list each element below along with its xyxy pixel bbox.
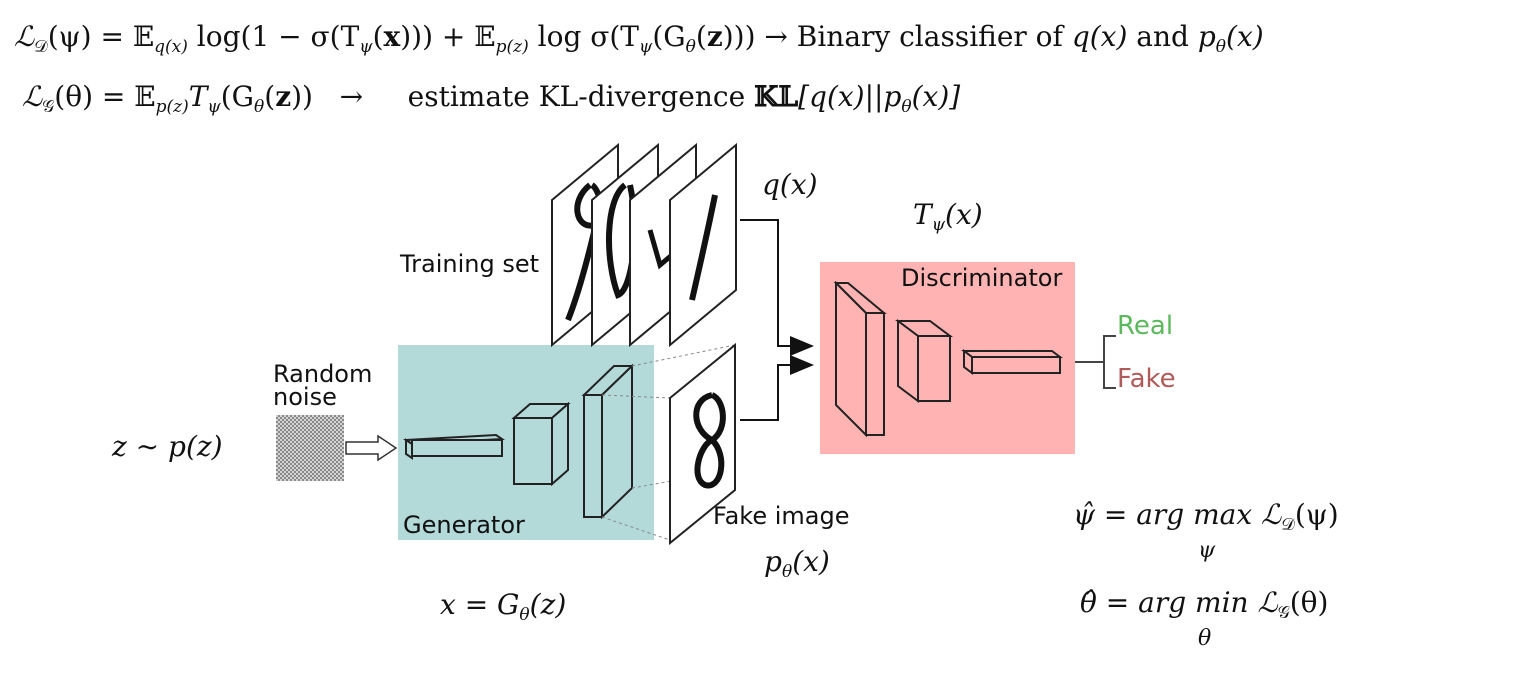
training-set-label: Training set <box>400 250 540 278</box>
eq-sub: ψ <box>207 97 221 117</box>
eq-p: p <box>1197 20 1216 53</box>
eq-bold-z: z <box>275 80 292 113</box>
eq-sub: q(x) <box>154 37 188 57</box>
loss-g-equation: ℒ𝒢(θ) = 𝔼p(z)Tψ(Gθ(z)) → estimate KL-div… <box>22 80 960 117</box>
generator-block-3 <box>581 363 635 520</box>
random-noise-label-1: Random <box>273 360 373 388</box>
eq-part: (ψ) = 𝔼 <box>47 20 155 53</box>
x-equals-g-label: x = Gθ(z) <box>440 588 566 625</box>
loss-symbol: ℒ <box>14 20 35 53</box>
eq-bold-z: z <box>706 20 723 53</box>
fake-image-card <box>669 342 736 546</box>
psi-under: ψ <box>1198 538 1216 563</box>
theta-under: θ <box>1198 626 1212 651</box>
eq-part: ( <box>264 80 276 113</box>
p-to-discriminator <box>740 355 814 421</box>
p-text: p <box>764 545 782 578</box>
eq-part: ( <box>372 20 384 53</box>
p-end: (x) <box>792 545 830 578</box>
loss-d-equation: ℒ𝒟(ψ) = 𝔼q(x) log(1 − σ(Tψ(x))) + 𝔼p(z) … <box>14 20 1264 57</box>
loss-symbol: ℒ <box>22 80 43 113</box>
t-text: T <box>913 198 932 231</box>
real-label: Real <box>1117 311 1174 341</box>
x-eq-text: x = G <box>440 588 520 621</box>
p-sub: θ <box>781 562 793 582</box>
eq-kl-args: [q(x)||p <box>798 80 902 113</box>
eq-kl-end: (x)] <box>911 80 961 113</box>
eq-part: (G <box>652 20 686 53</box>
eq-kl: 𝕂𝕃 <box>754 80 799 113</box>
eq-sub: p(z) <box>155 97 189 117</box>
t-psi-label: Tψ(x) <box>913 198 983 235</box>
fake-image-label: Fake image <box>713 502 850 530</box>
q-x-label: q(x) <box>762 168 818 201</box>
eq-sub: θ <box>1215 37 1227 57</box>
eq-sub: ψ <box>359 37 373 57</box>
eq-sub: θ <box>901 97 912 117</box>
loss-g-subscript: 𝒢 <box>42 97 55 117</box>
t-end: (x) <box>945 198 983 231</box>
loss-d-subscript: 𝒟 <box>34 37 48 57</box>
fake-label: Fake <box>1117 364 1176 394</box>
z-distribution-label: z ∼ p(z) <box>112 430 223 463</box>
eq-bold-x: x <box>383 20 401 53</box>
training-card-4 <box>669 142 737 348</box>
psi-hat-equation: ψ̂ = arg max ℒ𝒟(ψ) <box>1073 498 1339 535</box>
psi-hat-sub: 𝒟 <box>1281 515 1295 535</box>
eq-part: (G <box>220 80 255 113</box>
eq-part: ))) + 𝔼 <box>400 20 496 53</box>
discriminator-block-1 <box>833 280 887 438</box>
eq-part: ))) → <box>722 20 797 53</box>
eq-and: and <box>1127 20 1198 53</box>
eq-p-end: (x) <box>1226 20 1264 53</box>
noise-arrow <box>345 434 398 462</box>
theta-hat-equation: θ̂ = arg min ℒ𝒢(θ) <box>1080 586 1328 623</box>
theta-hat-text: θ̂ = arg min ℒ <box>1080 586 1278 619</box>
eq-part: T <box>188 80 208 113</box>
t-sub: ψ <box>931 215 946 235</box>
theta-hat-sub: 𝒢 <box>1277 603 1290 623</box>
eq-sub: θ <box>685 37 696 57</box>
eq-description: estimate KL-divergence <box>407 80 755 113</box>
eq-part: (θ) = 𝔼 <box>54 80 156 113</box>
q-x-text: q(x) <box>762 168 818 201</box>
psi-hat-end: (ψ) <box>1294 498 1339 531</box>
generator-block-1 <box>402 433 506 460</box>
x-eq-end: (z) <box>529 588 567 621</box>
p-theta-label: pθ(x) <box>764 545 830 582</box>
generator-label: Generator <box>403 511 525 539</box>
projection-lines <box>601 344 736 541</box>
generator-block-2 <box>511 401 571 487</box>
z-dist-text: z ∼ p(z) <box>112 430 223 463</box>
eq-part: log σ(T <box>528 20 639 53</box>
discriminator-block-2 <box>895 319 953 403</box>
theta-hat-end: (θ) <box>1289 586 1329 619</box>
eq-sub: θ <box>254 97 265 117</box>
random-noise-label-2: noise <box>273 383 337 411</box>
eq-q: q(x) <box>1071 20 1128 53</box>
eq-part: log(1 − σ(T <box>187 20 360 53</box>
eq-description: Binary classifier of <box>796 20 1072 53</box>
discriminator-block-3 <box>961 349 1063 375</box>
output-bracket <box>1075 335 1116 389</box>
eq-sub: ψ <box>638 37 653 57</box>
discriminator-label: Discriminator <box>901 264 1063 292</box>
q-to-discriminator <box>740 219 814 356</box>
eq-part: ( <box>695 20 707 53</box>
eq-part: )) → <box>291 80 408 113</box>
psi-hat-text: ψ̂ = arg max ℒ <box>1073 498 1282 531</box>
noise-image <box>276 415 344 481</box>
eq-sub: p(z) <box>495 37 529 57</box>
x-eq-sub: θ <box>519 605 530 625</box>
